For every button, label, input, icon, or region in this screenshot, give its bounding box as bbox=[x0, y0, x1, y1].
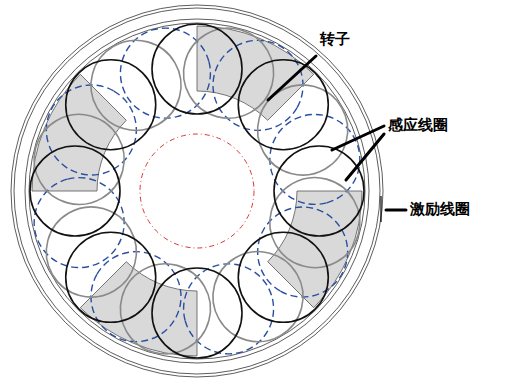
shaft-bore bbox=[125, 119, 269, 263]
excitation-lead bbox=[380, 196, 381, 222]
rotor-teeth bbox=[32, 26, 362, 356]
part-label: 激励线圈 bbox=[410, 200, 470, 218]
excitation-rings bbox=[11, 5, 383, 377]
induction-coil-black bbox=[30, 24, 364, 358]
induction-coil-dashed bbox=[24, 18, 370, 364]
leader-lines bbox=[268, 56, 406, 210]
axis-circle bbox=[140, 134, 254, 248]
part-label: 感应线圈 bbox=[388, 116, 448, 134]
part-label: 转子 bbox=[320, 30, 350, 48]
induction-coil-grey bbox=[24, 18, 370, 364]
